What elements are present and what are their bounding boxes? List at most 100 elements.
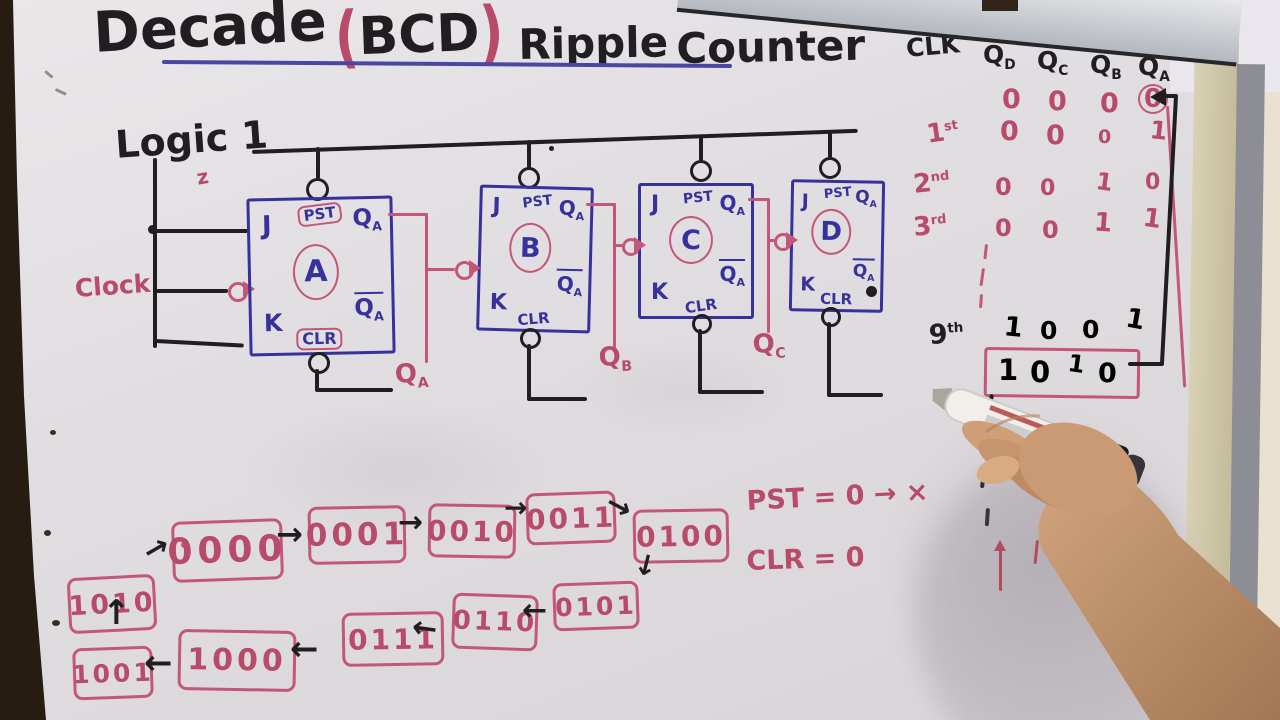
pst-drop-b bbox=[527, 140, 531, 168]
ff-c-k-label: K bbox=[651, 280, 669, 305]
ff-b-letter: B bbox=[508, 222, 552, 274]
bus-ink-dot bbox=[549, 146, 554, 151]
logic1-label: Logic 1 bbox=[113, 112, 270, 167]
title-bcd-group: (BCD) bbox=[334, 0, 505, 77]
marker-body bbox=[944, 388, 1107, 472]
table-row-label: 2nd bbox=[911, 168, 951, 200]
ff-b-clr-label: CLR bbox=[516, 308, 551, 330]
table-cell: 0 bbox=[1082, 315, 1100, 344]
title-word-ripple: Ripple bbox=[517, 17, 669, 69]
table-cell: 0 bbox=[1040, 176, 1056, 201]
arrow-0010-to-0011: → bbox=[504, 491, 528, 524]
qb-output-label: QB bbox=[597, 341, 633, 375]
clr-wire-c-v bbox=[698, 329, 702, 393]
table-header-qd: QD bbox=[983, 40, 1016, 73]
clr-wire-b-h bbox=[527, 397, 587, 401]
finger bbox=[1005, 456, 1105, 516]
ff-a-clr-label: CLR bbox=[296, 327, 343, 351]
clr-wire-b-v bbox=[527, 344, 531, 400]
qb-wire-v bbox=[613, 203, 616, 348]
ff-d-k-label: K bbox=[800, 273, 816, 296]
pst-drop-c bbox=[699, 135, 703, 161]
ff-a-qbar-label: QA bbox=[353, 291, 384, 323]
ff-d-qbar-label: QA bbox=[852, 258, 875, 284]
table-cell: 1 bbox=[1148, 115, 1169, 146]
reset-cell: 1 bbox=[1066, 348, 1087, 380]
drawn-dash bbox=[984, 508, 990, 527]
ff-c-j-label: J bbox=[651, 192, 660, 217]
reset-cell: 0 bbox=[1098, 358, 1117, 389]
state-box-1000: 1000 bbox=[177, 628, 297, 693]
table-ellipsis-dash bbox=[979, 294, 983, 309]
arrow-0001-to-0010: → bbox=[398, 505, 424, 540]
qa-branch bbox=[425, 268, 455, 271]
board-edge-left bbox=[0, 0, 46, 720]
red-stroke bbox=[999, 549, 1002, 591]
edge-speck bbox=[52, 620, 60, 626]
table-header-qc: QC bbox=[1037, 46, 1069, 79]
clr-bubble-c bbox=[692, 314, 712, 334]
table-cell: 0 bbox=[995, 173, 1012, 201]
clr-wire-a-h bbox=[315, 388, 393, 392]
arrow-0100-to-0101: ↓ bbox=[630, 546, 662, 585]
clr-wire-a-v bbox=[315, 369, 319, 391]
qc-wire-v bbox=[767, 198, 770, 333]
ff-b-qbar-label: QA bbox=[556, 268, 583, 299]
red-stroke bbox=[1033, 540, 1039, 565]
edge-scribble bbox=[54, 88, 67, 96]
edge-scribble bbox=[44, 70, 54, 79]
marker-grip-band bbox=[1084, 437, 1129, 485]
state-box-0101: 0101 bbox=[552, 580, 640, 632]
clock-triangle-d bbox=[786, 232, 798, 248]
table-cell: 0 bbox=[1098, 126, 1112, 148]
arrow-0110-to-0111: ← bbox=[409, 609, 440, 648]
clr-note: CLR = 0 bbox=[745, 541, 865, 577]
table-cell: 1 bbox=[1123, 302, 1148, 337]
ff-a-q-label: QA bbox=[352, 204, 383, 234]
qa-output-label: QA bbox=[393, 358, 430, 392]
arm-shadow bbox=[915, 455, 1195, 720]
red-stroke bbox=[1063, 506, 1069, 565]
marker-end-cap bbox=[1118, 454, 1146, 488]
table-ellipsis-dash bbox=[979, 268, 985, 287]
title-word-decade: Decade bbox=[91, 0, 329, 66]
clr-bubble-a bbox=[308, 352, 330, 374]
table-cell: 0 bbox=[1000, 116, 1019, 147]
branch-clock-wire bbox=[156, 289, 228, 293]
table-cell: 0 bbox=[1046, 120, 1065, 151]
clock-label: Clock bbox=[73, 268, 152, 303]
pst-drop-d bbox=[828, 130, 832, 158]
qb-wire-h bbox=[586, 203, 616, 206]
drawn-dash bbox=[979, 466, 987, 489]
flipflop-b: J PST QA B QA K CLR bbox=[476, 184, 594, 334]
table-cell: 1 bbox=[1092, 207, 1114, 239]
table-cell: 0 bbox=[1145, 170, 1161, 195]
top-rail-gap bbox=[982, 0, 1018, 11]
drawn-dash bbox=[981, 426, 990, 447]
arrow-0000-to-0001: → bbox=[276, 515, 303, 553]
finger bbox=[978, 438, 1070, 494]
qb-branch bbox=[613, 244, 623, 247]
ff-a-k-label: K bbox=[263, 308, 283, 338]
hand-shadow bbox=[880, 400, 1210, 720]
feedback-wire-top bbox=[1164, 94, 1178, 98]
edge-speck bbox=[50, 430, 56, 435]
marker-label-stripe bbox=[989, 404, 1047, 432]
ff-c-pst-label: PST bbox=[682, 188, 714, 208]
ff-d-q-label: QA bbox=[854, 187, 877, 211]
title-paren-close: ) bbox=[478, 0, 505, 72]
table-cell: 1 bbox=[1094, 166, 1115, 198]
ff-d-clr-label: CLR bbox=[819, 289, 853, 309]
qc-wire-h bbox=[748, 198, 770, 201]
marker-body-shade bbox=[983, 414, 1063, 453]
table-cell: 0 bbox=[1040, 316, 1058, 345]
flipflop-c: J PST QA C QA K CLR bbox=[638, 183, 754, 319]
clr-wire-c-h bbox=[698, 390, 764, 394]
ff-b-q-label: QA bbox=[558, 195, 585, 224]
clr-bubble-d bbox=[821, 307, 841, 327]
title-acronym-bcd: BCD bbox=[357, 2, 481, 68]
arrow-0111-to-1000: ← bbox=[290, 629, 319, 669]
clock-triangle-b bbox=[469, 260, 481, 276]
hand-back bbox=[1018, 422, 1138, 518]
